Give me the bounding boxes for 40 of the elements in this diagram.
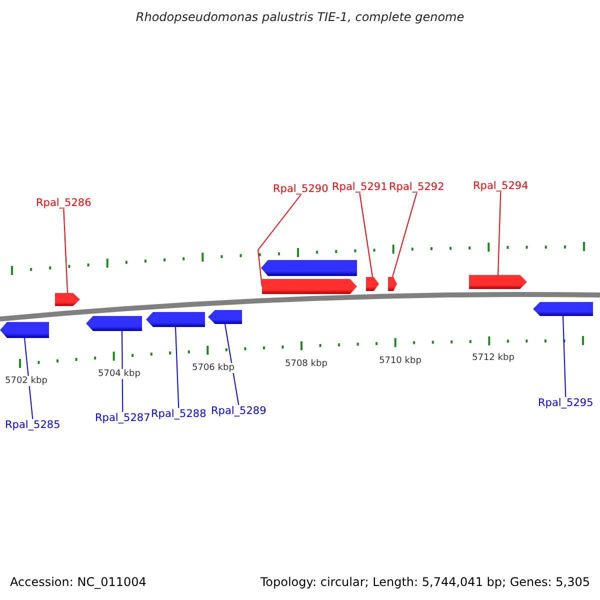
- axis-label: 5706 kbp: [191, 363, 236, 373]
- leader-line: [122, 330, 124, 412]
- gene-label: Rpal_5290: [273, 183, 328, 195]
- accession-text: Accession: NC_011004: [10, 575, 146, 589]
- genome-summary-text: Topology: circular; Length: 5,744,041 bp; Genes: 5,305: [260, 575, 590, 589]
- leader-line: [175, 326, 180, 408]
- gene-label: Rpal_5295: [538, 397, 594, 409]
- leader-line: [257, 194, 302, 287]
- axis-label: 5708 kbp: [284, 359, 328, 369]
- axis-label: 5710 kbp: [378, 356, 422, 366]
- gene-feature: [469, 275, 527, 289]
- gene-feature: [262, 279, 357, 294]
- leader-line: [359, 192, 373, 278]
- gene-label: Rpal_5291: [332, 181, 388, 193]
- gene-feature: [261, 260, 357, 276]
- axis-label: 5702 kbp: [4, 376, 48, 386]
- leader-line: [498, 192, 502, 276]
- gene-feature: [388, 277, 397, 291]
- gene-feature: [55, 293, 80, 306]
- gene-label: Rpal_5294: [473, 180, 528, 192]
- gene-feature: [146, 312, 205, 327]
- gene-feature: [86, 316, 142, 331]
- gene-label: Rpal_5285: [5, 419, 60, 431]
- leader-line: [63, 208, 68, 294]
- title: Rhodopseudomonas palustris TIE-1, complete genome: [134, 10, 466, 24]
- leader-line: [562, 316, 566, 398]
- leader-line: [392, 192, 418, 278]
- gene-label: Rpal_5288: [151, 408, 206, 420]
- gene-feature: [366, 277, 379, 291]
- gene-feature: [208, 310, 242, 324]
- gene-label: Rpal_5292: [389, 181, 444, 193]
- gene-label: Rpal_5286: [36, 197, 92, 209]
- gene-label: Rpal_5287: [95, 412, 150, 424]
- leader-line: [24, 338, 34, 420]
- gene-label: Rpal_5289: [211, 405, 266, 417]
- axis-label: 5712 kbp: [471, 353, 516, 363]
- gene-feature: [533, 302, 593, 316]
- axis-label: 5704 kbp: [97, 369, 142, 379]
- gene-feature: [0, 322, 49, 338]
- leader-line: [224, 324, 240, 406]
